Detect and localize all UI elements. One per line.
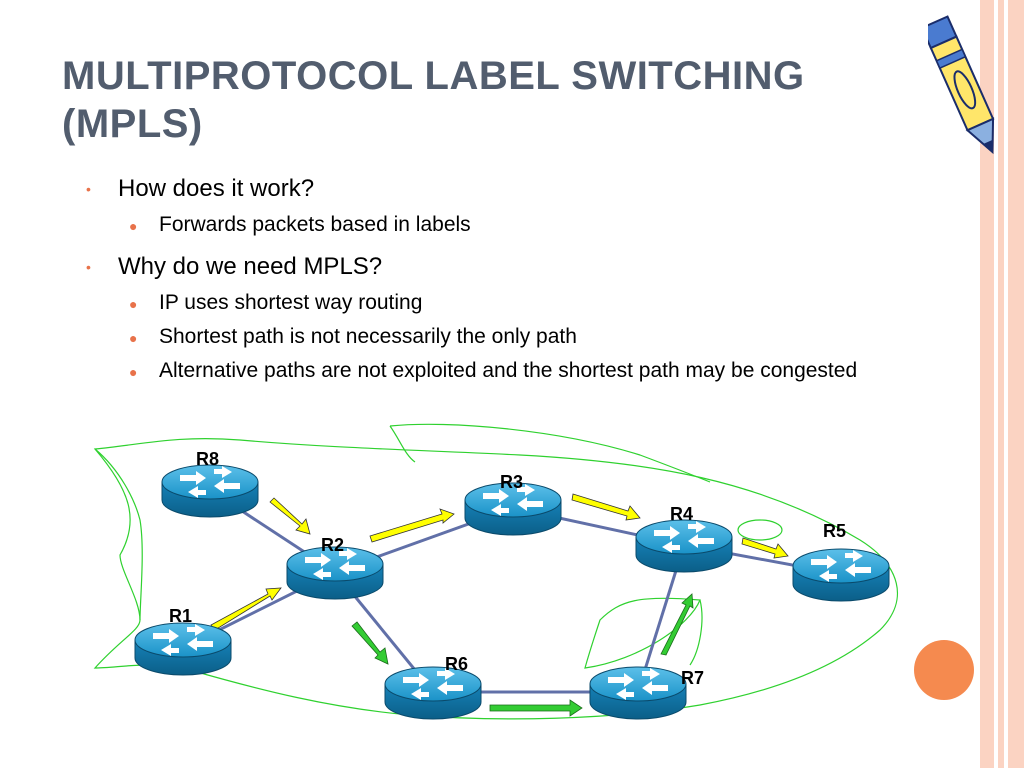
router-icon: [635, 519, 733, 573]
decorative-stripes: [974, 0, 1024, 768]
router-icon: [161, 464, 259, 518]
alternate-path-arrows: [351, 593, 694, 717]
router-icon: [589, 666, 687, 720]
sub-bullet: ● Forwards packets based in labels: [86, 210, 926, 240]
bullet-dot-icon: •: [86, 259, 91, 275]
router-label-r8: R8: [196, 449, 219, 469]
sub-bullet: ● IP uses shortest way routing: [86, 288, 926, 318]
router-label-r6: R6: [445, 654, 468, 674]
bullet-text: How does it work?: [118, 175, 315, 202]
bullet-dot-icon: •: [86, 181, 91, 197]
router-r4: R4: [635, 504, 733, 573]
router-label-r5: R5: [823, 521, 846, 541]
router-r5: R5: [792, 521, 890, 602]
router-label-r3: R3: [500, 472, 523, 492]
router-r3: R3: [464, 472, 562, 536]
router-icon: [384, 666, 482, 720]
sub-bullet-text: Alternative paths are not exploited and …: [159, 359, 858, 382]
router-icon: [134, 622, 232, 676]
router-r7: R7: [589, 666, 704, 720]
sub-bullet-text: Shortest path is not necessarily the onl…: [159, 325, 577, 348]
router-r2: R2: [286, 535, 384, 600]
shortest-path-arrows: [210, 493, 789, 631]
bullet-dot-icon: ●: [129, 218, 138, 234]
orange-circle-decoration: [914, 640, 974, 700]
bullet-dot-icon: ●: [129, 296, 138, 312]
page-title: MULTIPROTOCOL LABEL SWITCHING (MPLS): [62, 54, 805, 146]
bullet-dot-icon: ●: [129, 330, 138, 346]
router-label-r2: R2: [321, 535, 344, 555]
bullet-list: • How does it work? ● Forwards packets b…: [86, 172, 926, 386]
sub-bullet-text: Forwards packets based in labels: [159, 213, 471, 236]
sub-bullet-text: IP uses shortest way routing: [159, 291, 423, 314]
pen-icon: [928, 15, 995, 155]
router-label-r7: R7: [681, 668, 704, 688]
router-r6: R6: [384, 654, 482, 720]
bullet-why: • Why do we need MPLS?: [86, 250, 926, 284]
router-label-r4: R4: [670, 504, 693, 524]
bullet-text: Why do we need MPLS?: [118, 253, 383, 280]
router-label-r1: R1: [169, 606, 192, 626]
router-icon: [792, 548, 890, 602]
router-r8: R8: [161, 449, 259, 518]
sub-bullet: ● Alternative paths are not exploited an…: [86, 356, 926, 386]
router-r1: R1: [134, 606, 232, 676]
sub-bullet: ● Shortest path is not necessarily the o…: [86, 322, 926, 352]
bullet-how: • How does it work?: [86, 172, 926, 206]
bullet-dot-icon: ●: [129, 364, 138, 380]
